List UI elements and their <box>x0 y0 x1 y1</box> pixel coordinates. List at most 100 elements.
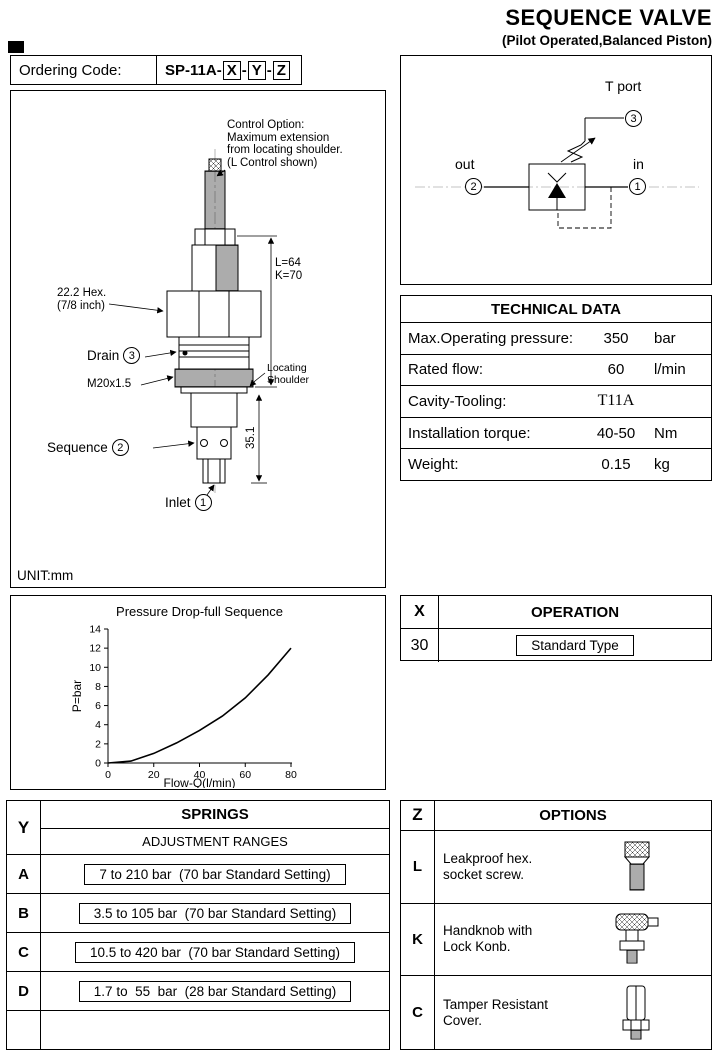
springs-title: SPRINGS <box>41 801 389 829</box>
ordering-code-sep2: - <box>266 61 272 79</box>
spring-range: 1.7 to 55 bar (28 bar Standard Setting) <box>78 980 352 1002</box>
table-row: Weight: 0.15 kg <box>401 449 711 480</box>
svg-text:20: 20 <box>148 769 160 781</box>
td-value: 0.15 <box>601 456 631 474</box>
td-label: Installation torque: <box>408 424 531 442</box>
options-table: Z L K C OPTIONS Leakproof hex. socket sc… <box>400 800 712 1050</box>
svg-text:8: 8 <box>95 681 101 693</box>
tamper-cover-icon <box>605 982 669 1044</box>
ordering-code-x: X <box>222 60 241 80</box>
ordering-code-sep1: - <box>241 61 247 79</box>
table-row: Cavity-Tooling: T11A <box>401 386 711 418</box>
out-label: out <box>455 156 475 172</box>
valve-drawing-panel: Control Option: Maximum extension from l… <box>10 90 386 588</box>
symbol-port-2: 2 <box>465 178 482 195</box>
in-label: in <box>633 156 644 172</box>
option-label: Handknob with Lock Konb. <box>443 923 533 955</box>
options-title: OPTIONS <box>435 801 711 831</box>
ordering-code-prefix: SP-11A- <box>165 61 222 79</box>
handknob-icon <box>605 908 669 970</box>
unit-note: UNIT:mm <box>17 568 74 583</box>
hydraulic-symbol-panel: T port 3 out 2 in 1 <box>400 55 712 285</box>
ordering-code-value: SP-11A- X - Y - Z <box>157 56 301 84</box>
option-code: C <box>412 1004 423 1022</box>
td-value: 40-50 <box>596 424 636 442</box>
springs-subtitle: ADJUSTMENT RANGES <box>41 829 389 855</box>
hex-socket-screw-icon <box>605 836 669 898</box>
svg-text:12: 12 <box>89 643 101 655</box>
ordering-code-z: Z <box>272 60 290 80</box>
valve-cross-section <box>108 149 277 496</box>
spring-range: 10.5 to 420 bar (70 bar Standard Setting… <box>75 941 355 963</box>
td-unit: l/min <box>654 361 686 379</box>
svg-text:6: 6 <box>95 700 101 712</box>
inlet-text: Inlet <box>165 495 191 510</box>
svg-text:Pressure Drop-full Sequence: Pressure Drop-full Sequence <box>116 604 283 619</box>
td-unit: kg <box>654 456 670 474</box>
options-col-header: Z <box>401 801 434 831</box>
ordering-code-box: Ordering Code: SP-11A- X - Y - Z <box>10 55 302 85</box>
locating-shoulder-label: Locating Shoulder <box>267 362 310 386</box>
t-port-label: T port <box>605 78 642 94</box>
port-number-1: 1 <box>194 494 212 511</box>
td-label: Weight: <box>408 456 459 474</box>
svg-text:P=bar: P=bar <box>70 680 84 712</box>
inlet-port-label: Inlet 1 <box>165 494 212 511</box>
table-row: 30 Standard Type <box>401 629 711 662</box>
table-row: Handknob with Lock Konb. <box>435 904 711 977</box>
svg-text:60: 60 <box>239 769 251 781</box>
td-unit: bar <box>654 329 676 347</box>
spring-code: A <box>7 855 40 894</box>
ordering-code-label: Ordering Code: <box>11 56 157 84</box>
port-number-3: 3 <box>123 347 141 364</box>
table-row: 7 to 210 bar (70 bar Standard Setting) <box>41 855 389 894</box>
springs-code-column: Y A B C D <box>7 801 41 1049</box>
svg-text:40: 40 <box>194 769 206 781</box>
operation-code: 30 <box>401 629 439 662</box>
td-label: Cavity-Tooling: <box>408 392 507 410</box>
td-label: Rated flow: <box>408 361 484 379</box>
operation-header-row: X OPERATION <box>401 596 711 629</box>
page-subtitle: (Pilot Operated,Balanced Piston) <box>501 33 712 48</box>
table-row: Max.Operating pressure: 350 bar <box>401 323 711 355</box>
table-row: 1.7 to 55 bar (28 bar Standard Setting) <box>41 972 389 1011</box>
operation-cell: Standard Type <box>439 629 711 662</box>
options-code-column: Z L K C <box>401 801 435 1049</box>
table-row: 10.5 to 420 bar (70 bar Standard Setting… <box>41 933 389 972</box>
table-row: 3.5 to 105 bar (70 bar Standard Setting) <box>41 894 389 933</box>
option-code: L <box>401 831 434 904</box>
table-row: Leakproof hex. socket screw. <box>435 831 711 904</box>
svg-text:0: 0 <box>95 758 101 770</box>
port-number-2: 2 <box>111 439 129 456</box>
td-value: T11A <box>597 392 635 410</box>
table-row: Rated flow: 60 l/min <box>401 355 711 387</box>
operation-table: X OPERATION 30 Standard Type <box>400 595 712 662</box>
options-main-column: OPTIONS Leakproof hex. socket screw. Han… <box>435 801 711 1049</box>
option-code: K <box>401 904 434 977</box>
spring-range: 3.5 to 105 bar (70 bar Standard Setting) <box>78 902 352 924</box>
svg-text:2: 2 <box>95 738 101 750</box>
symbol-port-3: 3 <box>625 110 642 127</box>
td-value: 350 <box>603 329 629 347</box>
td-value: 60 <box>607 361 625 379</box>
hydraulic-symbol <box>415 117 699 229</box>
svg-text:14: 14 <box>89 624 101 636</box>
spring-code: C <box>7 933 40 972</box>
sequence-text: Sequence <box>47 440 108 455</box>
technical-data-table: TECHNICAL DATA Max.Operating pressure: 3… <box>400 295 712 481</box>
page-title: SEQUENCE VALVE <box>505 5 712 30</box>
drain-port-label: Drain 3 <box>87 347 141 364</box>
corner-mark <box>8 41 24 53</box>
table-row: Installation torque: 40-50 Nm <box>401 418 711 450</box>
svg-text:10: 10 <box>89 662 101 674</box>
td-label: Max.Operating pressure: <box>408 329 574 347</box>
symbol-port-1: 1 <box>629 178 646 195</box>
operation-value: Standard Type <box>516 635 634 656</box>
thread-size-label: M20x1.5 <box>87 378 132 390</box>
operation-col-header: X <box>401 596 439 628</box>
springs-table: Y A B C D SPRINGS ADJUSTMENT RANGES 7 to… <box>6 800 390 1050</box>
svg-text:0: 0 <box>105 769 111 781</box>
springs-col-header: Y <box>7 801 40 855</box>
spring-code: D <box>7 972 40 1011</box>
ordering-code-y: Y <box>247 60 266 80</box>
